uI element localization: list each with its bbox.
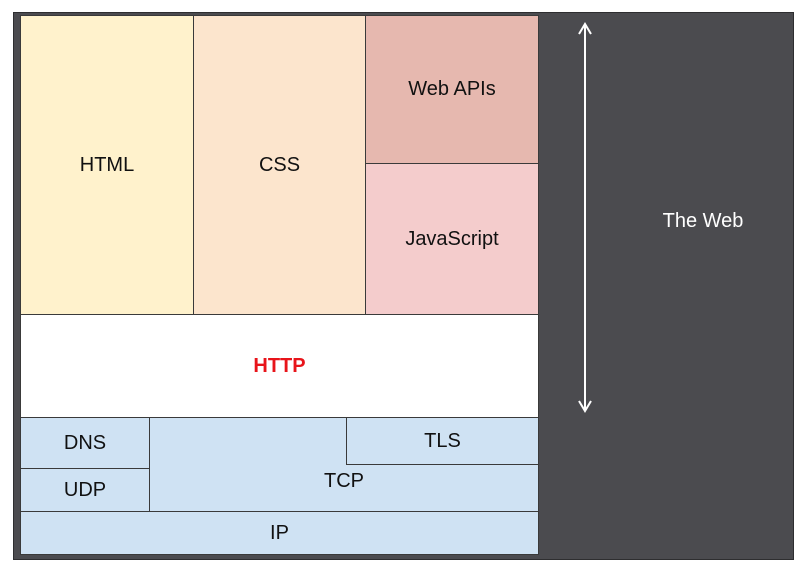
the-web-label: The Web <box>662 210 744 232</box>
layer-ip-label: IP <box>270 521 289 544</box>
layer-tcp-label: TCP <box>324 470 364 492</box>
layer-dns: DNS <box>20 417 150 469</box>
layer-udp: UDP <box>20 468 150 512</box>
layer-udp-label: UDP <box>63 478 107 501</box>
layer-javascript-label: JavaScript <box>405 227 499 250</box>
layer-tls-label: TLS <box>424 429 461 452</box>
layer-web-apis-label: Web APIs <box>408 78 496 100</box>
layer-javascript: JavaScript <box>365 163 539 315</box>
layer-tls: TLS <box>346 417 539 465</box>
double-arrow-icon <box>578 22 592 413</box>
layer-html: HTML <box>20 15 194 315</box>
layer-css: CSS <box>193 15 366 315</box>
layer-web-apis: Web APIs <box>365 15 539 164</box>
layer-html-label: HTML <box>79 153 135 176</box>
layer-css-label: CSS <box>258 153 301 176</box>
layer-ip: IP <box>20 511 539 555</box>
layer-http: HTTP <box>20 314 539 418</box>
layer-http-label: HTTP <box>253 354 306 377</box>
layer-dns-label: DNS <box>63 431 107 454</box>
